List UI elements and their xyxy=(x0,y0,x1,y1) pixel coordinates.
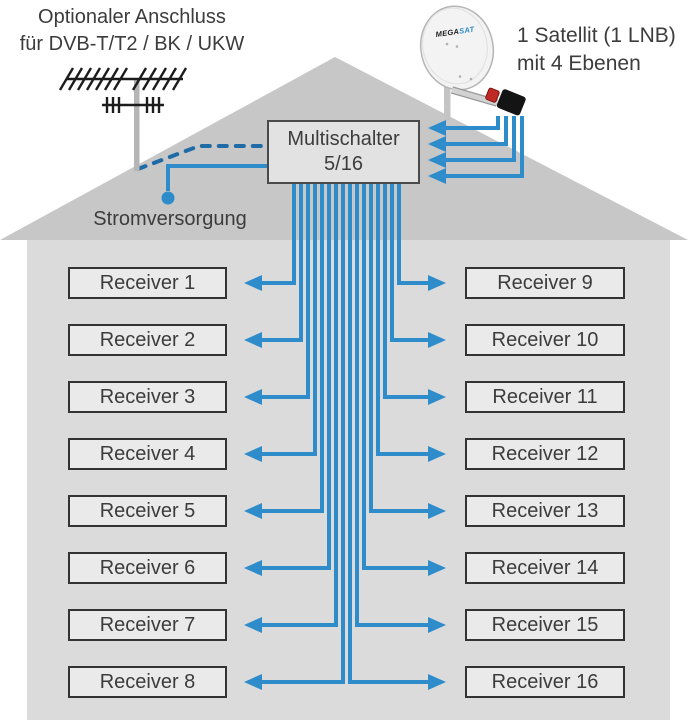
receiver-label: Receiver 4 xyxy=(99,442,196,465)
cable-arrowhead xyxy=(428,275,446,291)
power-supply-line xyxy=(161,164,267,205)
cable-arrowhead xyxy=(428,168,446,184)
receiver-box: Receiver 14 xyxy=(465,552,625,584)
cable-arrowhead xyxy=(244,332,262,348)
power-supply-label: Stromversorgung xyxy=(93,208,247,230)
receiver-box: Receiver 15 xyxy=(465,609,625,641)
distribution-cables xyxy=(244,183,446,690)
receiver-box: Receiver 13 xyxy=(465,495,625,527)
cable-arrowhead xyxy=(428,446,446,462)
cable-arrowhead xyxy=(428,332,446,348)
receiver-box: Receiver 2 xyxy=(68,324,227,356)
receiver-box: Receiver 9 xyxy=(465,267,625,299)
receiver-label: Receiver 1 xyxy=(99,271,196,294)
receiver-label: Receiver 14 xyxy=(491,556,599,579)
cable-arrowhead xyxy=(428,152,446,168)
receiver-box: Receiver 1 xyxy=(68,267,227,299)
receiver-box: Receiver 12 xyxy=(465,438,625,470)
receiver-label: Receiver 13 xyxy=(491,499,599,522)
multiswitch-model: 5/16 xyxy=(324,153,363,175)
receiver-label: Receiver 6 xyxy=(99,556,196,579)
receiver-label: Receiver 2 xyxy=(99,328,196,351)
cable-arrowhead xyxy=(428,120,446,136)
terrestrial-antenna-icon xyxy=(58,67,188,171)
receiver-label: Receiver 16 xyxy=(491,670,599,693)
cable-arrowhead xyxy=(428,617,446,633)
power-supply-dot xyxy=(161,191,175,205)
receiver-box: Receiver 4 xyxy=(68,438,227,470)
receiver-label: Receiver 11 xyxy=(492,385,598,408)
receiver-label: Receiver 8 xyxy=(99,670,196,693)
terrestrial-note-line2: für DVB-T/T2 / BK / UKW xyxy=(19,33,245,55)
receiver-box: Receiver 10 xyxy=(465,324,625,356)
cable-arrowhead xyxy=(428,389,446,405)
receiver-box: Receiver 3 xyxy=(68,381,227,413)
receiver-label: Receiver 15 xyxy=(491,613,599,636)
cable-arrowhead xyxy=(428,560,446,576)
receiver-box: Receiver 16 xyxy=(465,666,625,698)
receiver-box: Receiver 8 xyxy=(68,666,227,698)
cable-arrowhead xyxy=(244,503,262,519)
lnb-icon xyxy=(496,89,526,116)
terrestrial-dashed-cable xyxy=(136,144,267,171)
terrestrial-note-line1: Optionaler Anschluss xyxy=(38,6,226,28)
receiver-label: Receiver 3 xyxy=(99,385,196,408)
satellite-dish-icon: MEGASAT xyxy=(419,5,526,120)
satellite-note-line2: mit 4 Ebenen xyxy=(517,52,641,75)
receiver-box: Receiver 7 xyxy=(68,609,227,641)
multiswitch-label: Multischalter xyxy=(287,128,400,150)
receiver-box: Receiver 11 xyxy=(465,381,625,413)
receiver-label: Receiver 10 xyxy=(491,328,599,351)
cable-arrowhead xyxy=(244,446,262,462)
satellite-note-line1: 1 Satellit (1 LNB) xyxy=(517,24,676,47)
cable-arrowhead xyxy=(428,503,446,519)
cable-arrowhead xyxy=(244,275,262,291)
terrestrial-note: Optionaler Anschluss für DVB-T/T2 / BK /… xyxy=(6,4,258,58)
receiver-label: Receiver 12 xyxy=(491,442,599,465)
receiver-label: Receiver 5 xyxy=(99,499,196,522)
multiswitch-box: Multischalter 5/16 xyxy=(267,120,420,184)
cable-arrowhead xyxy=(428,674,446,690)
receiver-label: Receiver 9 xyxy=(497,271,593,294)
cable-arrowhead xyxy=(244,674,262,690)
lnb-feed-red-icon xyxy=(485,87,500,103)
sat-cables xyxy=(428,116,524,184)
receiver-box: Receiver 6 xyxy=(68,552,227,584)
cable-arrowhead xyxy=(244,389,262,405)
cable-arrowhead xyxy=(244,560,262,576)
receiver-box: Receiver 5 xyxy=(68,495,227,527)
cable-arrowhead xyxy=(428,136,446,152)
dish-logo-text: MEGASAT xyxy=(435,24,476,39)
satellite-note: 1 Satellit (1 LNB) mit 4 Ebenen xyxy=(517,22,688,78)
cable-arrowhead xyxy=(244,617,262,633)
receiver-label: Receiver 7 xyxy=(99,613,196,636)
